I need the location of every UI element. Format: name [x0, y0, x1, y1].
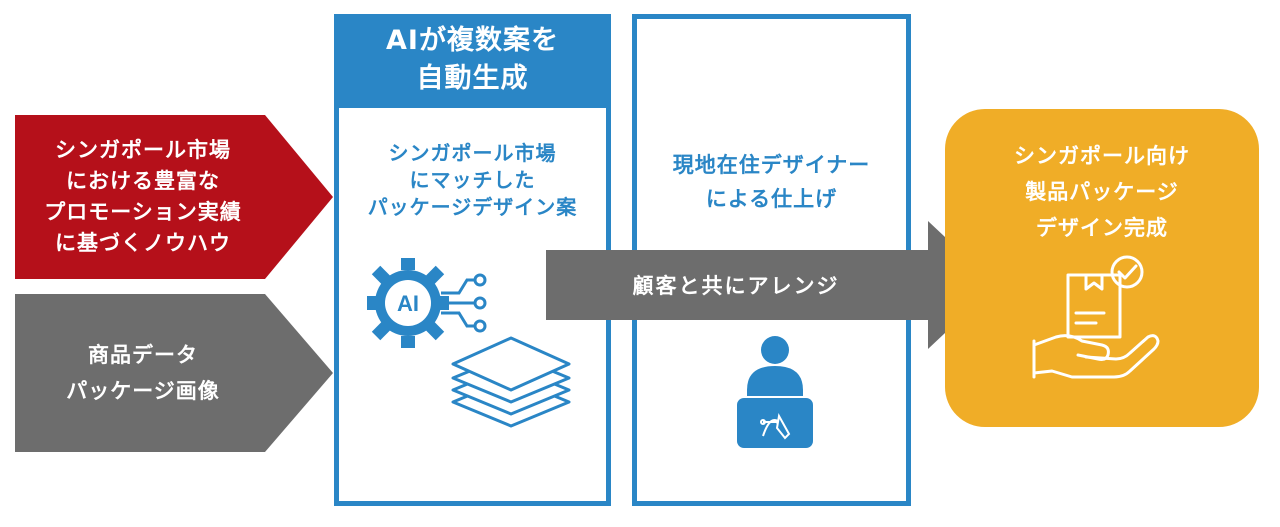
result-box	[945, 109, 1259, 427]
ai-column-text: シンガポール市場 にマッチした パッケージデザイン案	[367, 141, 578, 219]
product-input-block: 商品データ パッケージ画像	[15, 294, 333, 452]
collaboration-arrow-label: 顧客と共にアレンジ	[632, 274, 840, 298]
product-input-label: 商品データ パッケージ画像	[66, 343, 220, 403]
designer-laptop-icon	[737, 336, 813, 448]
collaboration-arrow	[546, 221, 996, 349]
product-pentagon-shape	[15, 294, 333, 452]
promo-pentagon-shape	[15, 115, 333, 279]
designer-column-text: 現地在住デザイナー による仕上げ	[672, 153, 871, 211]
promo-input-label: シンガポール市場 における豊富な プロモーション実績 に基づくノウハウ	[44, 138, 242, 255]
hand-box-check-icon	[1032, 255, 1160, 379]
promo-input-block: シンガポール市場 における豊富な プロモーション実績 に基づくノウハウ	[15, 115, 333, 279]
ai-gear-icon: AI	[367, 258, 487, 348]
ai-column-header: AIが複数案を 自動生成	[339, 19, 606, 108]
svg-text:AI: AI	[397, 291, 419, 316]
layers-icon	[451, 336, 571, 428]
result-label: シンガポール向け 製品パッケージ デザイン完成	[1014, 144, 1190, 240]
